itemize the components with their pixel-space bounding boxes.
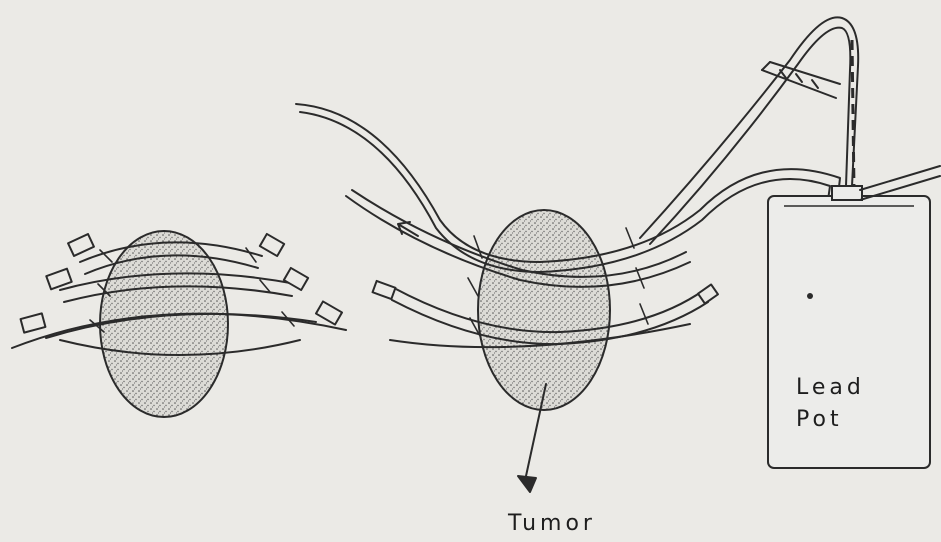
lead-pot-label-line1: Lead (796, 372, 865, 404)
right-side-tube (860, 166, 940, 200)
tumor-label: Tumor (508, 508, 596, 540)
lead-pot-label-line2: Pot (796, 404, 865, 436)
left-tumor (100, 231, 228, 417)
left-tumor-assembly (12, 231, 346, 417)
right-tumor (478, 210, 610, 410)
lead-pot-label: Lead Pot (796, 372, 865, 436)
